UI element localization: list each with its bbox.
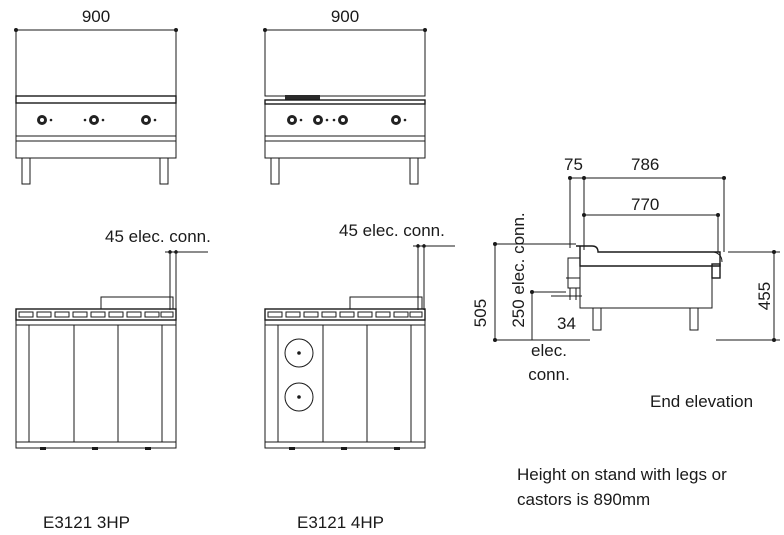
leg: [270, 157, 280, 185]
top-rail: [264, 99, 426, 105]
model-label-4hp: E3121 4HP: [297, 513, 384, 532]
terminal-box: [349, 296, 423, 310]
hotplate-edge: [285, 95, 320, 100]
end-elevation: 75 786 770 505 250 elec. conn.: [471, 155, 780, 411]
end-elevation-caption: End elevation: [650, 392, 753, 411]
knob-icon: [37, 115, 53, 125]
offset-label: 75: [564, 155, 583, 174]
plan-view-4hp: 45 elec. conn.: [264, 221, 455, 450]
top-rail: [15, 95, 177, 104]
width-label: 900: [82, 7, 110, 26]
conn-label-line1: elec.: [531, 341, 567, 360]
note-line-1: Height on stand with legs or: [517, 465, 727, 484]
model-label-3hp: E3121 3HP: [43, 513, 130, 532]
conn-offset-label: 34: [557, 314, 576, 333]
base-body: [264, 140, 426, 159]
rail-slots: [267, 311, 423, 318]
knob-icon: [83, 115, 105, 125]
height-right-label: 455: [755, 282, 774, 310]
leg: [689, 307, 699, 331]
cooktop-rail: [15, 308, 177, 321]
cooktop-rail: [264, 308, 426, 321]
knob-icon: [391, 115, 407, 125]
splashback: [264, 29, 426, 97]
conn-label: 45 elec. conn.: [339, 221, 445, 240]
end-body: [579, 265, 713, 309]
knob-icon: [287, 115, 303, 125]
cooktop-body: [264, 319, 426, 449]
depth-overall-label: 786: [631, 155, 659, 174]
height-overall-label: 505: [471, 299, 490, 327]
rail-slots: [18, 311, 174, 318]
leg: [159, 157, 169, 185]
width-label: 900: [331, 7, 359, 26]
hotplate-icon: [284, 382, 314, 412]
knob-icon: [313, 115, 329, 125]
leg: [21, 157, 31, 185]
terminal-box: [100, 296, 174, 310]
depth-inner-label: 770: [631, 195, 659, 214]
conn-box: [567, 257, 581, 289]
plan-view-3hp: 45 elec. conn.: [15, 227, 211, 450]
front-view-3hp: 900: [14, 7, 178, 185]
conn-label: 45 elec. conn.: [105, 227, 211, 246]
front-view-4hp: 900: [263, 7, 427, 185]
cooktop-body: [15, 319, 177, 449]
hotplate-icon: [284, 338, 314, 368]
leg: [409, 157, 419, 185]
note-line-2: castors is 890mm: [517, 490, 650, 509]
splashback: [15, 29, 177, 97]
knob-icon: [332, 115, 348, 125]
top-plate: [576, 245, 721, 267]
base-body: [15, 140, 177, 159]
conn-height-label: 250 elec. conn.: [509, 212, 528, 327]
conn-label-line2: conn.: [528, 365, 570, 384]
knob-side-icon: [711, 263, 721, 279]
knob-icon: [141, 115, 157, 125]
leg: [592, 307, 602, 331]
